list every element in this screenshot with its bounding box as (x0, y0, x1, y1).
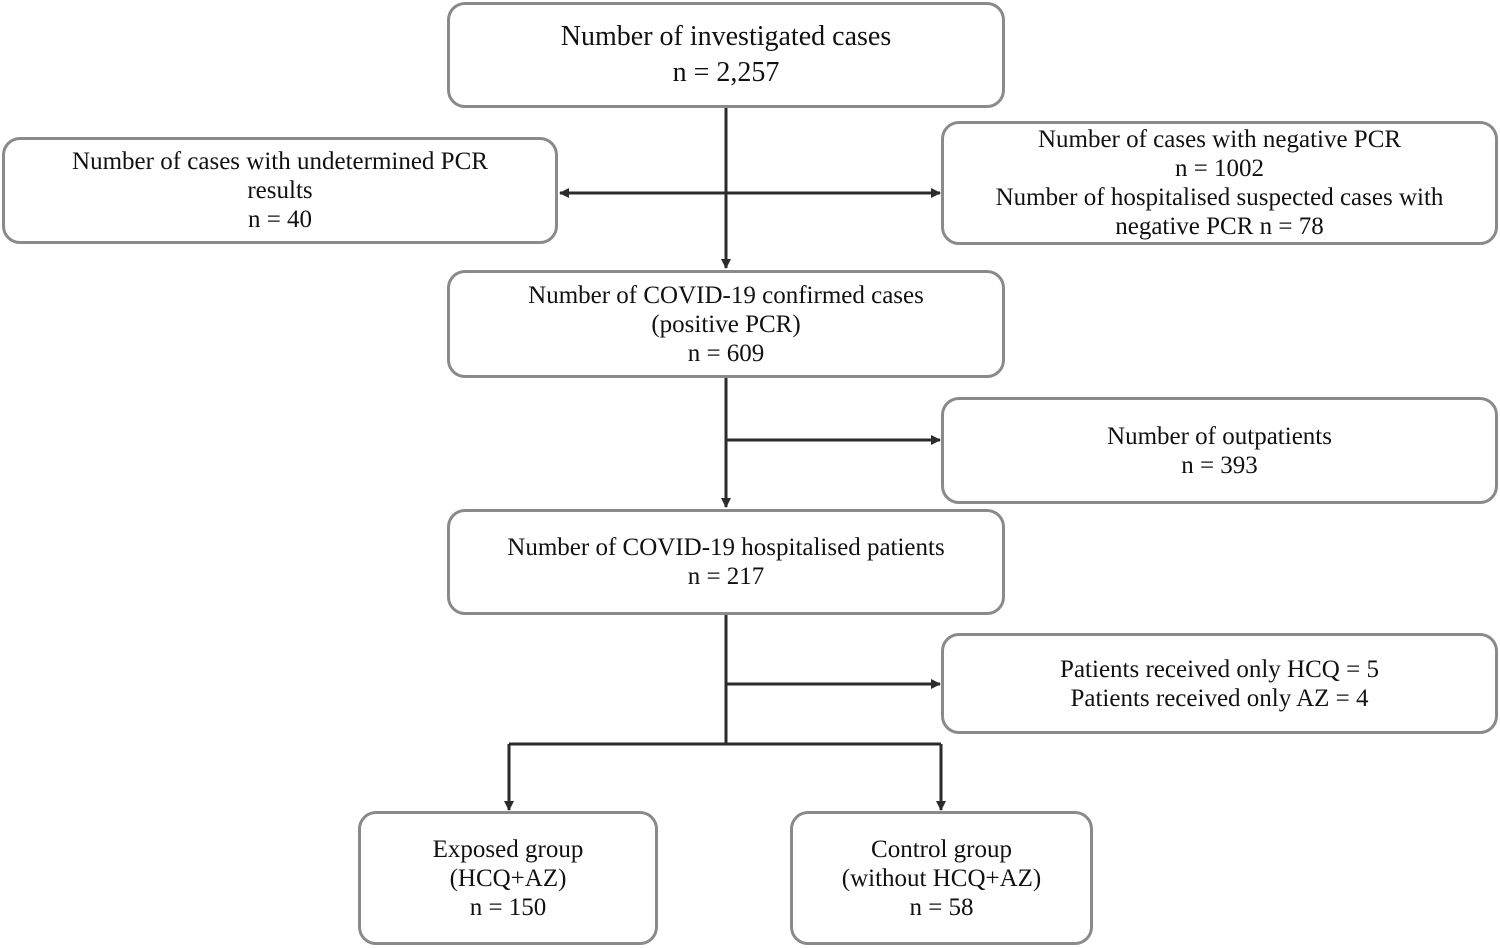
node-line: Number of cases with undetermined PCR (72, 148, 488, 175)
node-control-group: Control group (without HCQ+AZ) n = 58 (790, 811, 1093, 945)
node-negative-pcr: Number of cases with negative PCR n = 10… (941, 121, 1498, 245)
node-line: Control group (871, 835, 1012, 863)
node-count: n = 217 (687, 563, 765, 590)
node-line: Number of cases with negative PCR (1037, 126, 1402, 153)
node-count: n = 1002 (1174, 155, 1265, 182)
node-outpatients: Number of outpatients n = 393 (941, 397, 1498, 504)
node-count: n = 609 (687, 339, 765, 367)
node-title: Number of COVID-19 hospitalised patients (507, 534, 945, 561)
node-title: Number of outpatients (1107, 422, 1332, 450)
node-investigated-cases: Number of investigated cases n = 2,257 (447, 2, 1005, 108)
node-line: Exposed group (432, 835, 584, 863)
node-count: n = 58 (909, 893, 974, 921)
node-excluded-patients: Patients received only HCQ = 5 Patients … (941, 633, 1498, 734)
node-line: (positive PCR) (651, 310, 801, 338)
node-title: Number of investigated cases (560, 21, 892, 52)
node-hospitalised-patients: Number of COVID-19 hospitalised patients… (447, 509, 1005, 615)
node-count: n = 393 (1181, 451, 1258, 479)
node-line: (without HCQ+AZ) (841, 864, 1042, 892)
node-line: negative PCR n = 78 (1115, 213, 1324, 240)
node-count: n = 40 (247, 206, 313, 233)
node-line: (HCQ+AZ) (449, 864, 567, 892)
node-line: Number of COVID-19 confirmed cases (528, 281, 924, 309)
node-count: n = 2,257 (672, 57, 780, 88)
node-count: n = 150 (469, 893, 547, 921)
node-exposed-group: Exposed group (HCQ+AZ) n = 150 (358, 811, 658, 945)
node-line: results (247, 177, 313, 204)
node-line: Patients received only AZ = 4 (1070, 684, 1369, 712)
node-undetermined-pcr: Number of cases with undetermined PCR re… (2, 137, 558, 244)
node-line: Number of hospitalised suspected cases w… (995, 184, 1444, 211)
node-confirmed-cases: Number of COVID-19 confirmed cases (posi… (447, 270, 1005, 378)
node-line: Patients received only HCQ = 5 (1060, 655, 1379, 683)
